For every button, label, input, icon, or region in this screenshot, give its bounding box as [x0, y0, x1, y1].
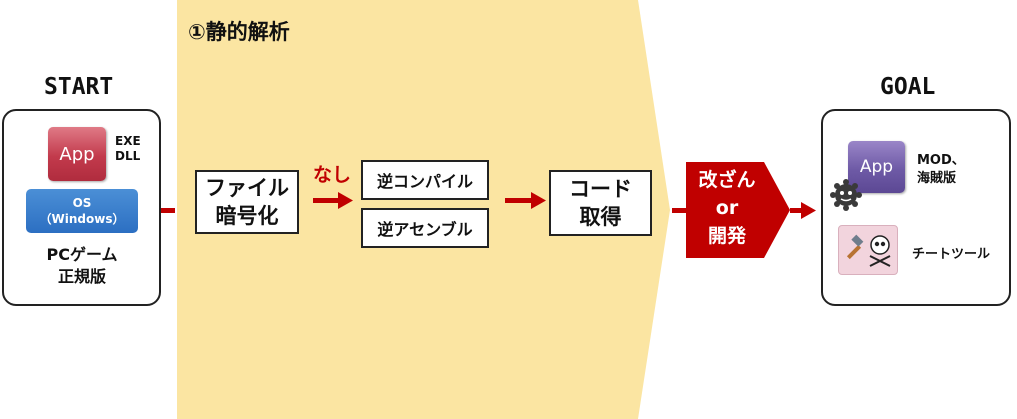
exe-label: EXE — [115, 134, 141, 148]
os-label: OS — [72, 196, 92, 210]
mod-app-icon: App — [848, 141, 905, 193]
code-line2: 取得 — [579, 205, 622, 229]
app-icon: App — [48, 127, 106, 181]
hammer-skull-icon — [846, 234, 891, 267]
code-line1: コード — [569, 177, 632, 201]
arrow-none — [313, 192, 353, 209]
disassemble-box: 逆アセンブル — [361, 208, 489, 248]
modify-line2: or — [715, 197, 739, 219]
decompile-box: 逆コンパイル — [361, 160, 489, 200]
phase-title: ①静的解析 — [188, 20, 290, 44]
encryption-box: ファイル 暗号化 — [195, 170, 299, 234]
pc-game-line2: 正規版 — [57, 267, 106, 286]
hammer-icon — [846, 234, 864, 260]
modify-line1: 改ざん — [698, 169, 756, 191]
exe-dll-label: EXE DLL — [115, 134, 141, 164]
modify-line3: 開発 — [707, 225, 746, 247]
goal-label: GOAL — [880, 74, 936, 100]
none-label: なし — [313, 164, 352, 186]
encryption-line1: ファイル — [205, 176, 289, 200]
os-badge: OS （Windows） — [26, 189, 138, 233]
encryption-line2: 暗号化 — [215, 204, 279, 228]
mod-line1: MOD、 — [917, 153, 965, 168]
start-connector — [161, 208, 175, 213]
code-connector — [672, 208, 686, 213]
mod-line2: 海賊版 — [917, 171, 957, 186]
modify-label: 改ざん or 開発 — [686, 166, 768, 250]
arrow-to-code — [505, 192, 546, 209]
pc-game-line1: PCゲーム — [46, 245, 118, 264]
modify-shape — [686, 162, 790, 258]
malware-icon — [830, 179, 862, 211]
start-label: START — [44, 74, 114, 100]
cheat-tool-label: チートツール — [912, 247, 991, 262]
pc-game-label: PCゲーム 正規版 — [18, 244, 146, 288]
code-box: コード 取得 — [549, 170, 652, 236]
mod-pirated-label: MOD、 海賊版 — [917, 152, 965, 188]
dll-label: DLL — [115, 149, 141, 163]
os-windows-label: （Windows） — [39, 212, 125, 226]
skull-icon — [869, 235, 891, 267]
arrow-to-goal — [790, 202, 816, 219]
